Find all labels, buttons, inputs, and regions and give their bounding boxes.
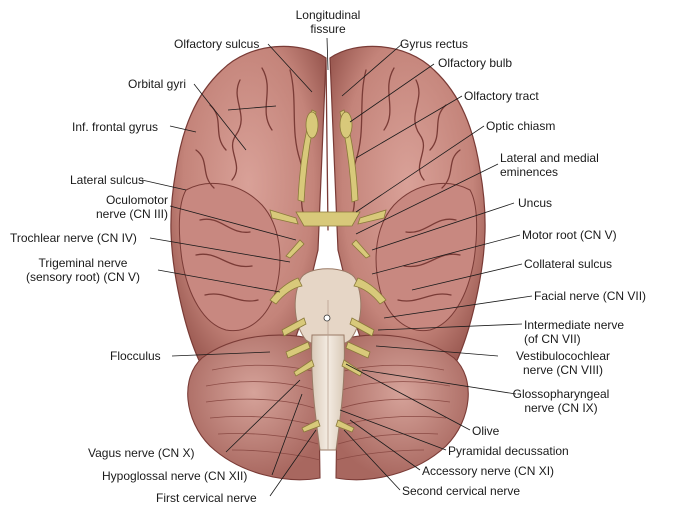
label-oculomotor-nerve: Oculomotor nerve (CN III) bbox=[60, 193, 168, 221]
label-intermediate-nerve-line1: Intermediate nerve bbox=[524, 318, 625, 332]
label-trigeminal-nerve: Trigeminal nerve (sensory root) (CN V) bbox=[8, 256, 158, 284]
label-orbital-gyri: Orbital gyri bbox=[128, 77, 187, 91]
label-olfactory-tract: Olfactory tract bbox=[464, 89, 539, 103]
label-pyramidal-decussation: Pyramidal decussation bbox=[448, 444, 569, 458]
label-vestibulocochlear-nerve-line1: Vestibulocochlear bbox=[515, 349, 611, 363]
oculomotor-nerve bbox=[285, 239, 305, 259]
label-gyrus-rectus: Gyrus rectus bbox=[400, 37, 469, 51]
cerebellum-left bbox=[187, 334, 321, 481]
left-olfactory-bulb bbox=[305, 111, 319, 139]
label-flocculus: Flocculus bbox=[110, 349, 161, 363]
label-vagus-nerve: Vagus nerve (CN X) bbox=[88, 446, 195, 460]
label-lateral-medial-eminences: Lateral and medial eminences bbox=[500, 151, 599, 179]
label-glossopharyngeal-nerve: Glossopharyngeal nerve (CN IX) bbox=[498, 387, 624, 415]
label-vestibulocochlear-nerve-line2: nerve (CN VIII) bbox=[522, 363, 603, 377]
left-temporal-lobe bbox=[178, 182, 281, 332]
label-optic-chiasm: Optic chiasm bbox=[486, 119, 556, 133]
label-trigeminal-nerve-line1: Trigeminal nerve bbox=[38, 256, 128, 270]
label-longitudinal-fissure-line1: Longitudinal bbox=[295, 8, 361, 22]
label-trigeminal-nerve-line2: (sensory root) (CN V) bbox=[25, 270, 141, 284]
label-olive: Olive bbox=[472, 424, 500, 438]
label-motor-root: Motor root (CN V) bbox=[522, 228, 617, 242]
right-temporal-lobe bbox=[375, 182, 478, 332]
label-lateral-medial-eminences-line1: Lateral and medial bbox=[500, 151, 599, 165]
nerves bbox=[269, 109, 387, 433]
label-olfactory-bulb: Olfactory bulb bbox=[438, 56, 513, 70]
label-olfactory-sulcus: Olfactory sulcus bbox=[174, 37, 260, 51]
label-vestibulocochlear-nerve: Vestibulocochlear nerve (CN VIII) bbox=[500, 349, 626, 377]
label-glossopharyngeal-nerve-line1: Glossopharyngeal bbox=[512, 387, 610, 401]
label-inf-frontal-gyrus: Inf. frontal gyrus bbox=[72, 120, 159, 134]
label-glossopharyngeal-nerve-line2: nerve (CN IX) bbox=[524, 401, 598, 415]
label-trochlear-nerve: Trochlear nerve (CN IV) bbox=[10, 231, 137, 245]
label-longitudinal-fissure-line2: fissure bbox=[310, 22, 346, 36]
folia bbox=[205, 364, 451, 461]
label-oculomotor-nerve-line1: Oculomotor bbox=[105, 193, 168, 207]
label-accessory-nerve: Accessory nerve (CN XI) bbox=[422, 464, 555, 478]
label-uncus: Uncus bbox=[518, 196, 553, 210]
label-second-cervical-nerve: Second cervical nerve bbox=[402, 484, 521, 498]
label-collateral-sulcus: Collateral sulcus bbox=[524, 257, 613, 271]
label-intermediate-nerve: Intermediate nerve (of CN VII) bbox=[524, 318, 624, 346]
label-intermediate-nerve-line2: (of CN VII) bbox=[524, 332, 581, 346]
leader-lines bbox=[141, 37, 533, 497]
label-hypoglossal-nerve: Hypoglossal nerve (CN XII) bbox=[102, 469, 248, 483]
trigeminal-nerve-right bbox=[353, 277, 387, 305]
brainstem bbox=[294, 268, 362, 451]
optic-chiasm bbox=[295, 211, 361, 227]
label-lateral-sulcus: Lateral sulcus bbox=[70, 173, 145, 187]
label-oculomotor-nerve-line2: nerve (CN III) bbox=[95, 207, 168, 221]
label-lateral-medial-eminences-line2: eminences bbox=[500, 165, 559, 179]
trigeminal-nerve-left bbox=[269, 277, 303, 305]
label-longitudinal-fissure: Longitudinal fissure bbox=[286, 8, 370, 36]
label-first-cervical-nerve: First cervical nerve bbox=[156, 491, 257, 505]
label-facial-nerve: Facial nerve (CN VII) bbox=[534, 289, 647, 303]
right-olfactory-bulb bbox=[339, 111, 353, 139]
